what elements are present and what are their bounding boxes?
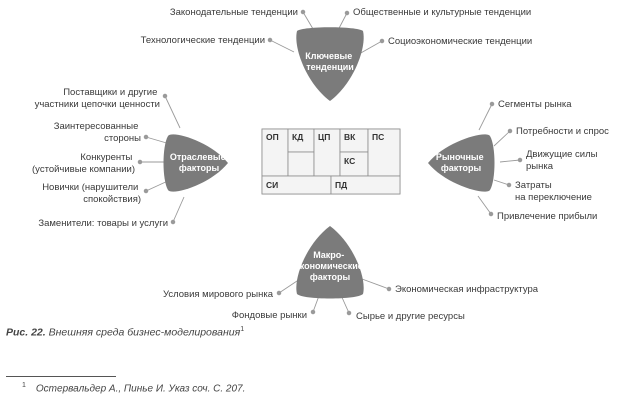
market-force-item: Потребности и спрос	[516, 126, 609, 137]
footnote-text: Остервальдер А., Пинье И. Указ соч. С. 2…	[35, 383, 246, 395]
canvas-cell-cp	[313, 128, 341, 177]
key-trend-item: Общественные и культурные тенденции	[353, 7, 531, 18]
canvas-label: ЦП	[318, 132, 330, 142]
footnote-reference: 1	[240, 326, 245, 333]
figure-number: Рис. 22.	[6, 326, 46, 339]
canvas-label: ПС	[372, 132, 384, 142]
key-trend-item: Технологические тенденции	[141, 35, 265, 46]
macro-force-item: Условия мирового рынка	[163, 289, 274, 300]
canvas-labels: ОП КД ЦП ВК ПС КС СИ ПД	[266, 132, 384, 190]
industry-forces-title: Отраслевые факторы	[170, 152, 228, 173]
canvas-label: КД	[292, 132, 303, 142]
market-force-item: Движущие силы рынка	[526, 149, 600, 172]
market-force-item: Привлечение прибыли	[497, 211, 597, 222]
market-forces-petal	[428, 134, 495, 192]
industry-force-item: Поставщики и другие участники цепочки це…	[35, 87, 160, 110]
key-trend-item: Законодательные тенденции	[170, 7, 298, 18]
market-force-item: Затраты на переключение	[515, 180, 592, 203]
industry-force-item: Конкуренты (устойчивые компании)	[32, 152, 135, 175]
canvas-cell-kd-lower	[287, 151, 315, 177]
industry-force-item: Новички (нарушители спокойствия)	[42, 182, 141, 205]
canvas-label: ВК	[344, 132, 356, 142]
canvas-label: СИ	[266, 180, 278, 190]
industry-force-item: Заменители: товары и услуги	[38, 218, 168, 229]
macro-force-item: Сырье и другие ресурсы	[356, 311, 465, 322]
macro-forces-petal	[296, 226, 364, 299]
footnote: 1 Остервальдер А., Пинье И. Указ соч. С. …	[22, 382, 245, 394]
industry-forces-petal	[163, 134, 228, 192]
industry-force-item: Заинтересованные стороны	[54, 121, 141, 144]
macro-force-item: Фондовые рынки	[232, 310, 307, 321]
business-model-canvas	[261, 128, 401, 195]
footnote-divider	[6, 376, 116, 377]
macro-force-item: Экономическая инфраструктура	[395, 284, 539, 295]
key-trends-title: Ключевые тенденции	[305, 51, 355, 72]
canvas-label: КС	[344, 156, 355, 166]
market-forces-title: Рыночные факторы	[436, 152, 486, 173]
canvas-label: ПД	[335, 180, 347, 190]
key-trend-item: Социоэкономические тенденции	[388, 36, 532, 47]
canvas-label: ОП	[266, 132, 279, 142]
canvas-cell-pd	[330, 175, 401, 195]
market-force-item: Сегменты рынка	[498, 99, 572, 110]
footnote-mark: 1	[22, 382, 26, 389]
figure-caption: Рис. 22. Внешняя среда бизнес-моделирова…	[6, 326, 244, 339]
key-trends-petal	[296, 27, 364, 101]
macro-forces-title: Макро- экономические факторы	[295, 250, 366, 282]
canvas-cell-ks	[339, 151, 369, 177]
figure-title: Внешняя среда бизнес-моделирования	[48, 326, 241, 339]
